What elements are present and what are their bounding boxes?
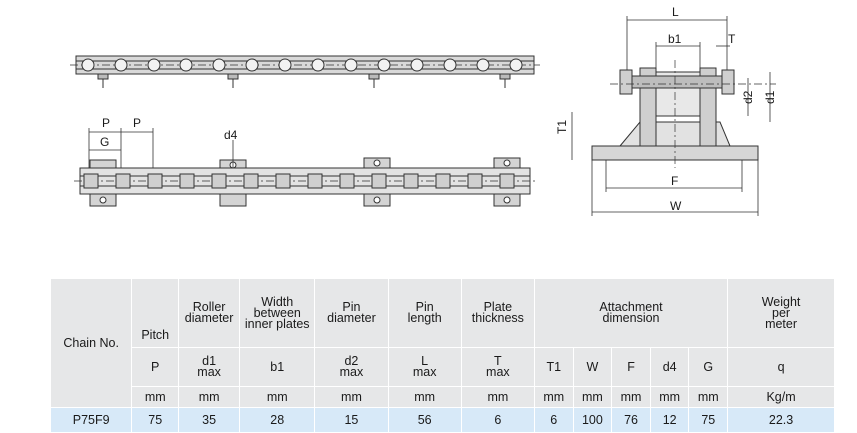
- cell-W: 100: [572, 407, 613, 433]
- chain-side-view: [74, 128, 536, 207]
- unit-b1: mm: [239, 386, 316, 408]
- dim-label-d4: d4: [224, 128, 238, 142]
- dim-label-b1: b1: [668, 32, 682, 46]
- unit-d2: mm: [314, 386, 389, 408]
- top-view-pins: [97, 73, 511, 88]
- side-view-links: [83, 173, 515, 189]
- table-row: P75F9 75 35 28 15 56 6 6 100 76 12 75 22…: [49, 407, 835, 433]
- symbol-F: F: [611, 347, 651, 387]
- dim-label-P1: P: [102, 116, 110, 130]
- unit-F: mm: [611, 386, 651, 408]
- cell-T1: 6: [533, 407, 574, 433]
- dim-label-d2: d2: [741, 90, 755, 104]
- symbol-P: P: [131, 347, 180, 387]
- top-view-rollers: [81, 58, 523, 72]
- symbol-T1: T1: [533, 347, 574, 387]
- dim-label-P2: P: [133, 116, 141, 130]
- symbol-W: W: [572, 347, 613, 387]
- header-pitch: Pitch: [131, 278, 180, 348]
- unit-L: mm: [387, 386, 462, 408]
- dim-label-W: W: [670, 199, 682, 213]
- header-chain-no: Chain No.: [49, 278, 133, 408]
- dim-label-L: L: [672, 5, 679, 19]
- dim-label-d1: d1: [763, 90, 777, 104]
- cell-T: 6: [460, 407, 535, 433]
- unit-d4: mm: [649, 386, 690, 408]
- unit-T1: mm: [533, 386, 574, 408]
- side-view-dimensions: [88, 128, 234, 168]
- chain-top-view: [70, 55, 540, 88]
- cell-G: 75: [688, 407, 729, 433]
- dim-label-G: G: [100, 135, 109, 149]
- cell-chain-no: P75F9: [49, 407, 133, 433]
- cell-b1: 28: [239, 407, 316, 433]
- unit-W: mm: [572, 386, 613, 408]
- unit-q: Kg/m: [727, 386, 835, 408]
- cell-pitch: 75: [131, 407, 180, 433]
- cell-F: 76: [611, 407, 651, 433]
- dim-label-T: T: [728, 32, 736, 46]
- symbol-q: q: [727, 347, 835, 387]
- cell-d1: 35: [178, 407, 241, 433]
- symbol-b1: b1: [239, 347, 316, 387]
- cell-d2: 15: [314, 407, 389, 433]
- cell-L: 56: [387, 407, 462, 433]
- symbol-G: G: [688, 347, 729, 387]
- cell-q: 22.3: [727, 407, 835, 433]
- symbol-d4: d4: [649, 347, 690, 387]
- unit-d1: mm: [178, 386, 241, 408]
- technical-drawing: P P G d4: [70, 5, 777, 216]
- dim-label-T1: T1: [555, 120, 569, 134]
- cell-d4: 12: [649, 407, 690, 433]
- end-view: [571, 16, 776, 216]
- unit-P: mm: [131, 386, 180, 408]
- unit-T: mm: [460, 386, 535, 408]
- unit-G: mm: [688, 386, 729, 408]
- dim-label-F: F: [671, 174, 678, 188]
